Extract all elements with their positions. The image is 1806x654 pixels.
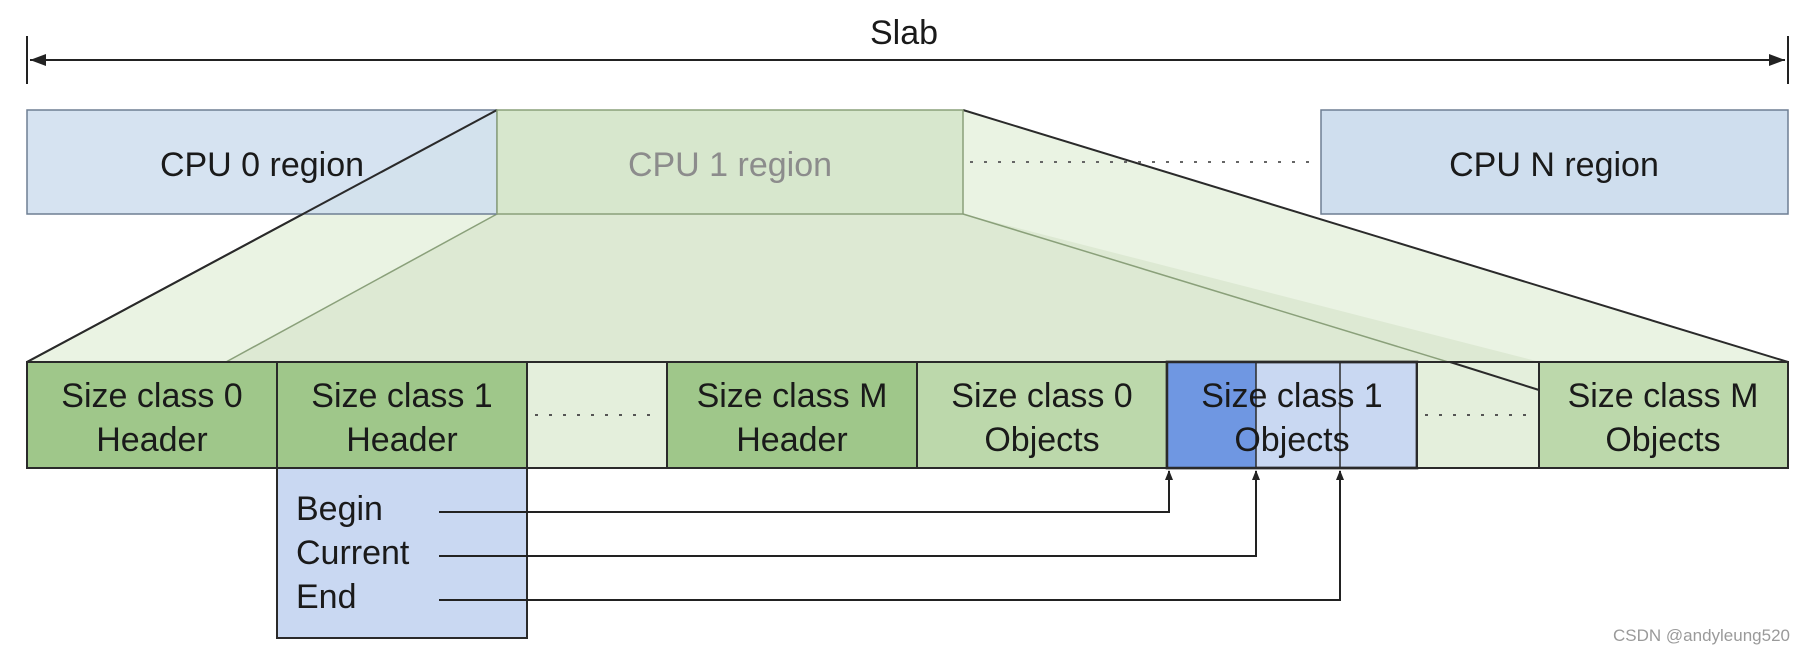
size-class-0-header: Size class 0 Header (26, 361, 278, 469)
size-class-1-objects-line2: Objects (1234, 421, 1349, 459)
pointer-end-label: End (296, 578, 357, 616)
size-class-0-objects: Size class 0 Objects (916, 361, 1168, 469)
size-class-0-header-line2: Header (96, 421, 208, 459)
cpuN-region-label: CPU N region (1449, 146, 1659, 184)
size-class-1-header: Size class 1 Header (276, 361, 528, 469)
cpu0-region: CPU 0 region (26, 109, 498, 215)
size-class-row: Size class 0 Header Size class 1 Header … (26, 360, 1789, 470)
size-class-0-objects-line1: Size class 0 (951, 377, 1132, 415)
pointer-current-label: Current (296, 534, 410, 572)
size-class-M-objects: Size class M Objects (1538, 361, 1789, 469)
slab-title: Slab (870, 14, 938, 52)
fan-edge-left (26, 109, 498, 363)
size-class-0-header-line1: Size class 0 (61, 377, 242, 415)
cpuN-region: CPU N region (1320, 109, 1789, 215)
fan-edge-inner (1449, 361, 1540, 391)
end-pointer-arrow (439, 470, 1344, 601)
current-pointer-arrow (439, 470, 1260, 557)
header-pointer-box: Begin Current End (276, 467, 528, 639)
size-class-0-objects-line2: Objects (984, 421, 1099, 459)
objects-gap (1416, 361, 1540, 469)
slab-span: Slab (26, 14, 1789, 84)
size-class-M-header: Size class M Header (666, 361, 918, 469)
size-class-1-header-line2: Header (346, 421, 458, 459)
cpu0-region-label: CPU 0 region (160, 146, 364, 184)
size-class-M-objects-line2: Objects (1605, 421, 1720, 459)
size-class-M-header-line2: Header (736, 421, 848, 459)
size-class-1-header-line1: Size class 1 (311, 377, 492, 415)
size-class-M-objects-line1: Size class M (1568, 377, 1759, 415)
size-class-1-objects: Size class 1 Objects (1165, 360, 1419, 470)
pointer-begin-label: Begin (296, 490, 383, 528)
size-class-M-header-line1: Size class M (697, 377, 888, 415)
used-objects-highlight (1167, 362, 1256, 468)
begin-pointer-arrow (439, 470, 1173, 513)
size-class-1-objects-line1: Size class 1 (1201, 377, 1382, 415)
cpu1-region: CPU 1 region (496, 109, 964, 215)
cpu1-region-label: CPU 1 region (628, 146, 832, 184)
watermark: CSDN @andyleung520 (1613, 626, 1790, 645)
pointer-arrows (439, 470, 1344, 601)
header-gap (526, 361, 668, 469)
